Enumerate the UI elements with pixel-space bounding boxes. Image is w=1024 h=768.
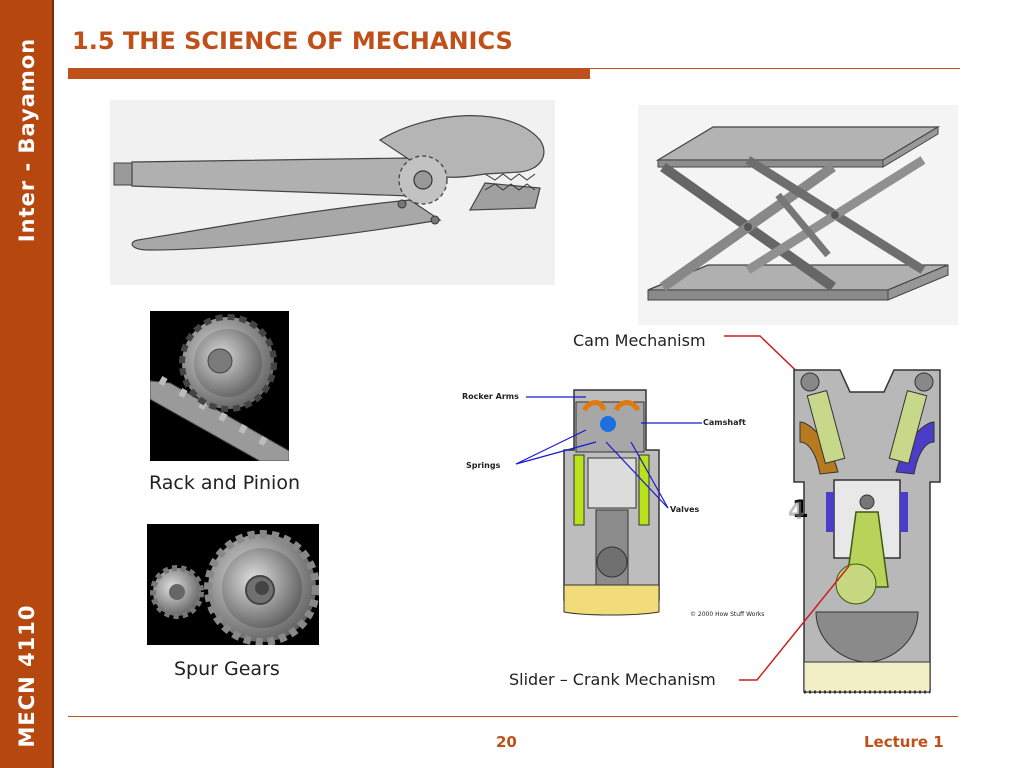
camshaft-label: Camshaft (703, 418, 746, 427)
sidebar-institution-label: Inter - Bayamon (15, 37, 39, 243)
slider-crank-label: Slider – Crank Mechanism (509, 670, 716, 689)
sidebar-course-label: MECN 4110 (15, 604, 39, 748)
stroke-number-ghost: 4 (788, 497, 805, 525)
copyright-label: © 2000 How Stuff Works (690, 611, 765, 618)
page-title: 1.5 THE SCIENCE OF MECHANICS (72, 27, 513, 55)
valves-label: Valves (670, 505, 700, 514)
page-number: 20 (496, 733, 517, 751)
pliers-illustration (110, 100, 555, 285)
title-rule (590, 68, 960, 69)
sidebar: Inter - Bayamon MECN 4110 (0, 0, 54, 768)
engine-slider-crank-diagram (780, 362, 954, 704)
spur-gears-image (147, 524, 320, 646)
scissor-lift-illustration (638, 105, 958, 325)
rack-and-pinion-image (149, 311, 290, 462)
spur-gears-caption: Spur Gears (174, 658, 280, 680)
stroke-number: 1 (792, 495, 809, 523)
cam-mechanism-label: Cam Mechanism (573, 331, 706, 350)
slider-crank-leader-line (739, 565, 850, 681)
title-underline (68, 68, 590, 79)
rack-and-pinion-caption: Rack and Pinion (149, 472, 301, 494)
rocker-arms-label: Rocker Arms (462, 392, 519, 401)
engine-cutaway-diagram (456, 380, 766, 618)
springs-label: Springs (466, 461, 501, 470)
footer-rule (68, 716, 958, 717)
lecture-label: Lecture 1 (864, 733, 944, 751)
